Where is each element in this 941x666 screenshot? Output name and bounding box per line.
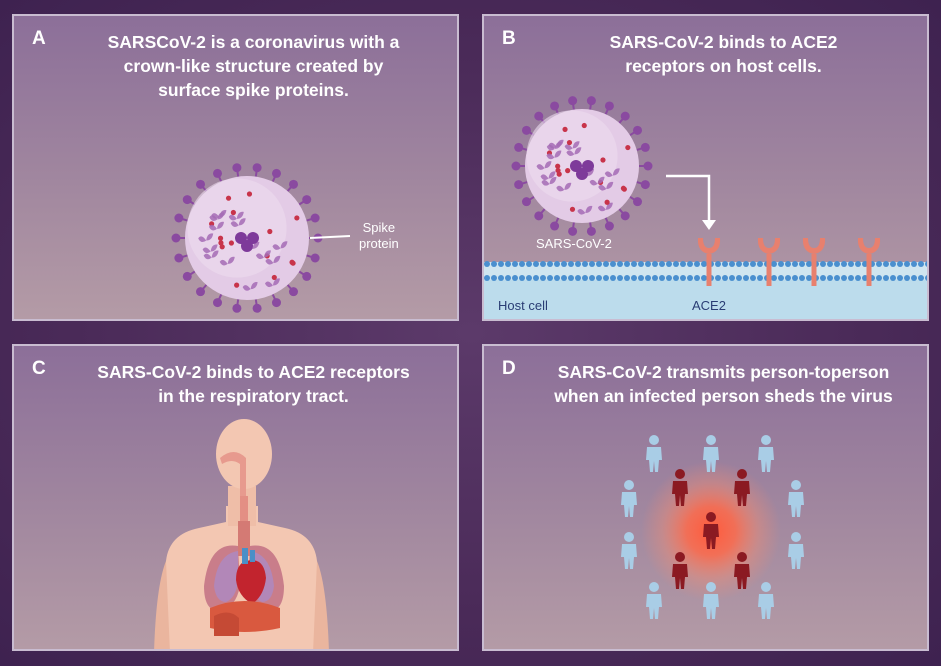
panel-a-title: SARSCoV-2 is a coronavirus with a crown-… — [107, 32, 400, 100]
person-icon — [672, 469, 688, 506]
panel-d: D SARS-CoV-2 transmits person-toperson w… — [482, 344, 929, 651]
ace2-label: ACE2 — [692, 298, 726, 313]
panel-c-title: SARS-CoV-2 binds to ACE2 receptors in th… — [97, 362, 410, 406]
coronavirus-illustration — [171, 163, 323, 313]
panel-b: B SARS-CoV-2 binds to ACE2 receptors on … — [482, 14, 929, 321]
panel-a-letter: A — [32, 28, 46, 49]
person-to-person-transmission-illustration — [621, 435, 804, 619]
person-icon — [734, 552, 750, 589]
sars-cov-2-virus-illustration — [511, 96, 653, 236]
panel-a: A SARSCoV-2 is a coronavirus with a crow… — [12, 14, 459, 321]
panel-d-title: SARS-CoV-2 transmits person-toperson whe… — [554, 362, 893, 406]
person-icon — [646, 582, 662, 619]
host-cell-illustration — [484, 174, 927, 319]
person-icon — [621, 532, 637, 569]
panel-c: C SARS-CoV-2 binds to ACE2 receptors in … — [12, 344, 459, 651]
person-icon — [703, 512, 719, 549]
person-icon — [621, 480, 637, 517]
host-cell-label: Host cell — [498, 298, 548, 313]
person-icon — [758, 435, 774, 472]
panel-b-letter: B — [502, 28, 516, 49]
spike-protein-label: Spike protein — [359, 220, 399, 251]
spike-pointer-line — [309, 235, 351, 239]
person-icon — [758, 582, 774, 619]
respiratory-tract-illustration — [154, 419, 329, 649]
person-icon — [703, 582, 719, 619]
person-icon — [734, 469, 750, 506]
panel-c-letter: C — [32, 358, 46, 379]
person-icon — [672, 552, 688, 589]
panel-d-letter: D — [502, 358, 516, 379]
sars-cov-2-label: SARS-CoV-2 — [536, 236, 612, 251]
person-icon — [646, 435, 662, 472]
panel-b-title: SARS-CoV-2 binds to ACE2 receptors on ho… — [609, 32, 838, 76]
person-icon — [788, 532, 804, 569]
person-icon — [788, 480, 804, 517]
person-icon — [703, 435, 719, 472]
